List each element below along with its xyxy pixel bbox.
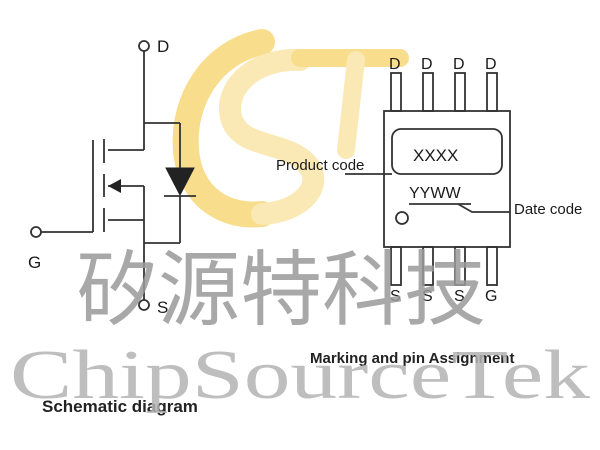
watermark-english: ChipSourceTek [10,337,590,414]
date-code-label: Date code [514,201,582,218]
pin-bottom-3 [454,246,466,286]
source-terminal [138,299,150,311]
watermark-logo [172,29,409,228]
pin-label-top-1: D [389,56,401,73]
pin-label-top-4: D [485,56,497,73]
pin-label-top-3: D [453,56,465,73]
pin-bottom-4 [486,246,498,286]
date-code-leader [457,203,510,213]
body-arrow-icon [108,179,121,193]
gate-label: G [28,253,41,272]
pin-label-top-2: D [421,56,433,73]
pin-bottom-2 [422,246,434,286]
date-code-value: YYWW [409,185,461,202]
package-diagram: D D D D XXXX YYWW S S S G Product code [276,56,582,305]
product-code-label: Product code [276,157,364,174]
package-caption: Marking and pin Assignment [310,350,514,367]
package-body [383,110,511,248]
pin1-indicator [395,211,409,225]
pin-top-4 [486,72,498,112]
pin-top-2 [422,72,434,112]
watermark-chinese: 矽源特科技 [76,243,486,338]
pin-label-bottom-4: G [485,288,497,305]
gate-terminal [30,226,42,238]
product-code-box [391,128,503,175]
pin-label-bottom-1: S [390,288,401,305]
product-code-value: XXXX [413,146,458,165]
drain-terminal [138,40,150,52]
pin-top-1 [390,72,402,112]
pin-label-bottom-2: S [422,288,433,305]
source-label: S [157,298,168,317]
schematic-caption: Schematic diagram [42,397,198,416]
mosfet-schematic: D G S [28,37,196,317]
pin-label-bottom-3: S [454,288,465,305]
pin-bottom-1 [390,246,402,286]
pin-top-3 [454,72,466,112]
drain-label: D [157,37,169,56]
